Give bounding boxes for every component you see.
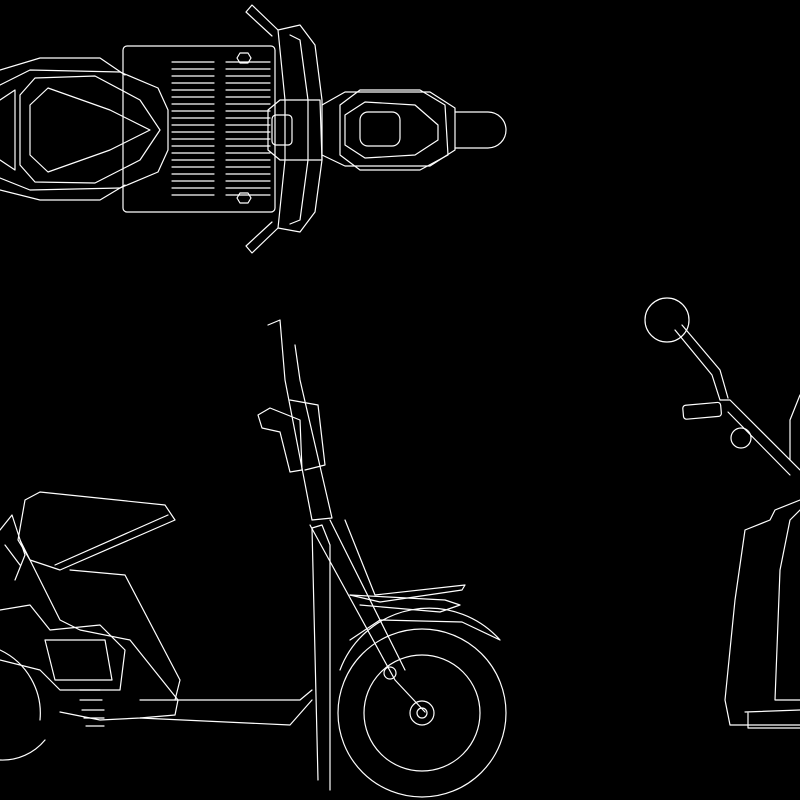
rack-slats (171, 61, 271, 196)
grip-top (245, 4, 279, 37)
headset-edge (789, 394, 800, 461)
mirror-stalk (674, 324, 729, 401)
engine-cover (0, 604, 126, 691)
engine-detail (44, 639, 113, 681)
rack-nut-bottom (236, 192, 252, 204)
fork-joint (383, 666, 397, 680)
headlight-block (267, 99, 323, 161)
rear-wheel (0, 649, 46, 761)
seat-top (19, 75, 161, 184)
front-tire (337, 628, 507, 798)
headlight (271, 114, 293, 146)
vent-slats (79, 689, 105, 727)
front-hub (409, 700, 435, 726)
top-view (0, 4, 507, 254)
front-fork (309, 519, 426, 713)
shield-bottom (744, 709, 800, 729)
front-inner-pad (359, 111, 401, 147)
rack-support (349, 594, 461, 613)
rear-body-outline (0, 57, 126, 201)
body-panel (69, 569, 181, 701)
handlebar-inner (289, 34, 309, 225)
mirror (644, 297, 690, 343)
seat-inner-line (54, 514, 169, 566)
grip-bottom (245, 221, 279, 254)
grip-front (682, 401, 722, 420)
handlebar-front (719, 399, 800, 476)
front-shield-inner (344, 101, 439, 159)
handlebar-outline (277, 24, 323, 233)
turn-signal (730, 427, 752, 449)
front-view (644, 297, 800, 729)
seat-outline (0, 69, 169, 191)
front-body-outline (321, 91, 456, 167)
front-wheel-top (454, 111, 507, 149)
front-rim (363, 654, 481, 772)
rack-nut-top (236, 52, 252, 64)
front-shield-body (724, 499, 800, 726)
handlebar-cover (289, 399, 326, 471)
shield-inner (774, 509, 800, 701)
front-rack (344, 519, 466, 603)
leg-shield (311, 524, 331, 791)
rear-detail (0, 89, 16, 171)
rear-body (19, 539, 179, 721)
front-shield-top (339, 89, 449, 171)
floor-board (139, 689, 313, 726)
seat-inner (29, 87, 151, 173)
side-view (0, 319, 507, 798)
handlebar-side (257, 407, 303, 473)
front-fender (339, 607, 501, 671)
steering-column (267, 319, 333, 521)
seat-side (17, 491, 176, 571)
cargo-rack (122, 45, 276, 213)
rear-rack (0, 514, 26, 581)
